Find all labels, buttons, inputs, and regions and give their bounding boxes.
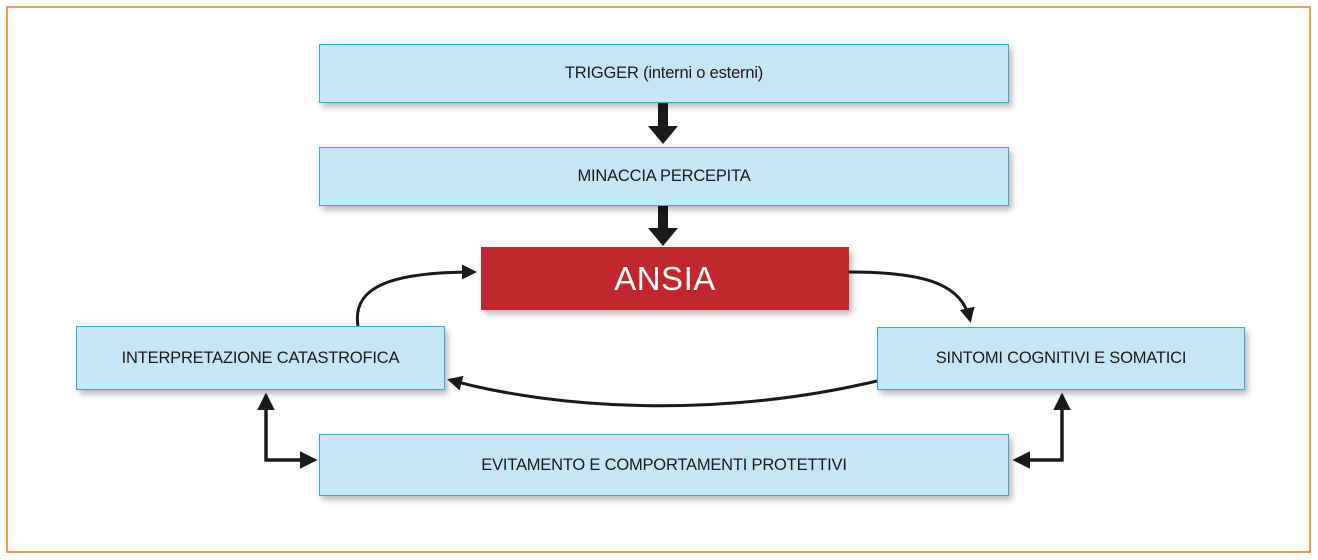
arrow-symptoms-avoidance-bidirectional: [1012, 392, 1071, 469]
perceived-threat-label: MINACCIA PERCEPITA: [577, 167, 751, 185]
cognitive-somatic-symptoms-label: SINTOMI COGNITIVI E SOMATICI: [935, 349, 1187, 367]
avoidance-behaviors-label: EVITAMENTO E COMPORTAMENTI PROTETTIVI: [481, 455, 847, 474]
trigger-label: TRIGGER (interni o esterni): [564, 64, 764, 82]
diagram-frame: [6, 6, 1311, 553]
avoidance-behaviors-box: EVITAMENTO E COMPORTAMENTI PROTETTIVI: [319, 434, 1009, 496]
anxiety-box: ANSIA: [481, 247, 849, 310]
arrow-threat-to-anxiety: [648, 206, 678, 246]
anxiety-label: ANSIA: [614, 259, 716, 297]
catastrophic-interpretation-box: INTERPRETAZIONE CATASTROFICA: [76, 326, 445, 390]
arrow-interpretation-to-anxiety: [355, 264, 477, 327]
catastrophic-interpretation-label: INTERPRETAZIONE CATASTROFICA: [121, 348, 400, 367]
arrow-symptoms-to-interpretation: [447, 375, 878, 408]
arrow-anxiety-to-symptoms: [848, 270, 975, 323]
cognitive-somatic-symptoms-box: SINTOMI COGNITIVI E SOMATICI: [877, 327, 1245, 390]
arrow-interpretation-avoidance-bidirectional: [257, 392, 318, 469]
arrow-trigger-to-threat: [648, 103, 678, 144]
trigger-box: TRIGGER (interni o esterni): [319, 44, 1009, 103]
perceived-threat-box: MINACCIA PERCEPITA: [319, 147, 1009, 206]
